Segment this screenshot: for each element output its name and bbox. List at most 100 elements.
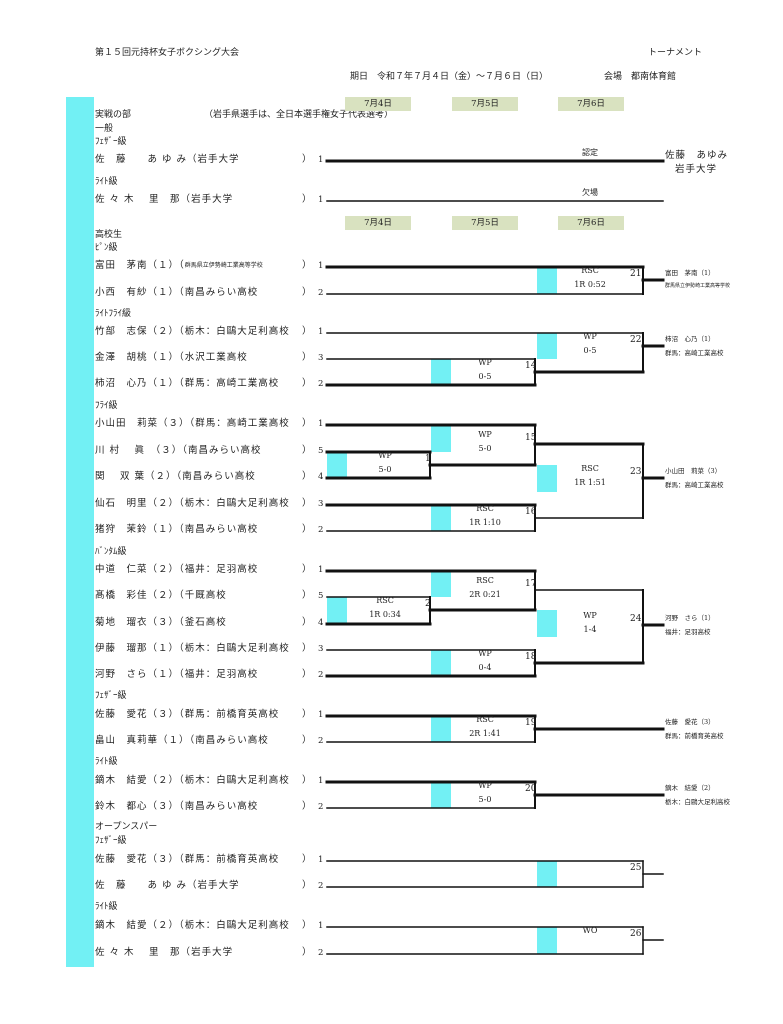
entry-school: 水沢工業高校 bbox=[184, 352, 248, 363]
winner-school: 群馬県立伊勢崎工業高等学校 bbox=[665, 283, 731, 289]
entry-close-paren: ） bbox=[302, 260, 313, 271]
entry-school: 群馬：高崎工業高校 bbox=[184, 378, 280, 389]
entry-school: 岩手大学 bbox=[197, 880, 240, 891]
match-result: 5-0 bbox=[478, 795, 492, 804]
entry-close-paren: ） bbox=[302, 445, 313, 456]
entry-close-paren: ） bbox=[302, 669, 313, 680]
entry-seed: 1 bbox=[318, 776, 324, 786]
entry-name: 中道 仁菜（２）（ bbox=[95, 564, 185, 575]
category-label: ﾗｲﾄ級 bbox=[95, 757, 118, 767]
event-venue: 会場 都南体育館 bbox=[604, 72, 677, 82]
category-label: ﾌｪｻﾞｰ級 bbox=[95, 137, 127, 147]
entry-seed: 2 bbox=[318, 379, 324, 389]
entry-school: 南昌みらい高校 bbox=[182, 471, 256, 482]
match-result: 1R 0:34 bbox=[369, 610, 401, 619]
entry-close-paren: ） bbox=[302, 498, 313, 509]
match-result: WP bbox=[583, 611, 597, 620]
bout-marker bbox=[431, 650, 451, 676]
entry-school: 栃木：白鷗大足利高校 bbox=[184, 326, 290, 337]
entry-close-paren: ） bbox=[302, 709, 313, 720]
match-result: RSC bbox=[476, 504, 494, 513]
document-type: トーナメント bbox=[648, 48, 703, 58]
category-label: ﾋﾟﾝ級 bbox=[95, 243, 118, 253]
entry-seed: 5 bbox=[318, 591, 324, 601]
match-result: 5-0 bbox=[378, 465, 392, 474]
match-number: 24 bbox=[630, 614, 642, 624]
match-result: WO bbox=[582, 926, 598, 935]
match-number: 26 bbox=[630, 929, 642, 939]
entry-school: 南昌みらい高校 bbox=[195, 735, 269, 746]
entry-seed: 1 bbox=[318, 261, 324, 271]
entry-close-paren: ） bbox=[302, 947, 313, 958]
entry-seed: 3 bbox=[318, 644, 324, 654]
match-result: WP bbox=[478, 649, 492, 658]
entry-name: 畠山 真莉華（１）（ bbox=[95, 735, 196, 746]
entry-seed: 1 bbox=[318, 195, 324, 205]
match-result: RSC bbox=[581, 266, 599, 275]
highlight-sidebar bbox=[66, 97, 94, 967]
winner-school: 群馬：前橋育英高校 bbox=[665, 732, 724, 740]
entry-seed: 2 bbox=[318, 802, 324, 812]
match-result: WP bbox=[378, 451, 392, 460]
match-result: 2R 0:21 bbox=[469, 590, 501, 599]
selection-note: （岩手県選手は、全日本選手権女子代表選考） bbox=[204, 110, 394, 120]
entry-seed: 2 bbox=[318, 670, 324, 680]
entry-name: 小山田 莉菜（３）（ bbox=[95, 418, 196, 429]
bout-marker bbox=[327, 597, 347, 624]
entry-name: 金澤 胡桃（１）（ bbox=[95, 352, 185, 363]
date-header: 7月5日 bbox=[452, 97, 518, 111]
entry-name: 髙橋 彩佳（２）（ bbox=[95, 590, 185, 601]
bout-marker bbox=[431, 505, 451, 531]
entry-close-paren: ） bbox=[302, 564, 313, 575]
entry-seed: 2 bbox=[318, 948, 324, 958]
match-number: 19 bbox=[525, 718, 537, 728]
bout-marker bbox=[431, 782, 451, 808]
match-result: RSC bbox=[476, 576, 494, 585]
match-result: WP bbox=[478, 781, 492, 790]
entry-seed: 3 bbox=[318, 499, 324, 509]
entry-name: 仙石 明里（２）（ bbox=[95, 498, 185, 509]
match-number: 20 bbox=[525, 784, 537, 794]
entry-seed: 3 bbox=[318, 353, 324, 363]
match-result: RSC bbox=[476, 715, 494, 724]
entry-name: 鏑木 結愛（２）（ bbox=[95, 920, 185, 931]
entry-seed: 1 bbox=[318, 921, 324, 931]
entry-seed: 2 bbox=[318, 881, 324, 891]
bout-marker bbox=[537, 333, 557, 359]
bout-marker bbox=[537, 267, 557, 294]
match-number: 25 bbox=[630, 863, 642, 873]
winner-school: 栃木：白鷗大足利高校 bbox=[665, 798, 730, 806]
entry-school: 群馬：前橋育英高校 bbox=[184, 854, 280, 865]
winner-name: 佐藤 あゆみ bbox=[665, 150, 729, 161]
entry-school: 栃木：白鷗大足利高校 bbox=[184, 920, 290, 931]
category-label: ﾗｲﾄ級 bbox=[95, 902, 118, 912]
entry-seed: 4 bbox=[318, 618, 324, 628]
bout-marker bbox=[537, 465, 557, 492]
entry-close-paren: ） bbox=[302, 471, 313, 482]
match-result: 0-4 bbox=[478, 663, 492, 672]
entry-seed: 2 bbox=[318, 288, 324, 298]
category-label: 一般 bbox=[95, 124, 114, 134]
bout-marker bbox=[431, 425, 451, 452]
category-label: ﾊﾞﾝﾀﾑ級 bbox=[95, 547, 127, 557]
match-result: 1R 1:51 bbox=[574, 478, 606, 487]
entry-name: 佐 々 木 里 那（ bbox=[95, 194, 192, 205]
entry-seed: 1 bbox=[318, 565, 324, 575]
entry-close-paren: ） bbox=[302, 418, 313, 429]
entry-school: 釜石高校 bbox=[184, 617, 227, 628]
entry-name: 富田 茅南（１）（ bbox=[95, 260, 185, 271]
entry-seed: 2 bbox=[318, 736, 324, 746]
match-number: 16 bbox=[525, 507, 537, 517]
entry-name: 佐 藤 あ ゆ み（ bbox=[95, 880, 198, 891]
entry-close-paren: ） bbox=[302, 524, 313, 535]
bout-marker bbox=[537, 927, 557, 954]
winner-school: 群馬：高崎工業高校 bbox=[665, 481, 724, 489]
entry-name: 竹部 志保（２）（ bbox=[95, 326, 185, 337]
entry-school: 群馬：前橋育英高校 bbox=[184, 709, 280, 720]
entry-close-paren: ） bbox=[302, 775, 313, 786]
match-result: 5-0 bbox=[478, 444, 492, 453]
entry-school: 千厩高校 bbox=[184, 590, 227, 601]
bout-marker bbox=[537, 610, 557, 637]
entry-close-paren: ） bbox=[302, 378, 313, 389]
date-header: 7月6日 bbox=[558, 216, 624, 230]
